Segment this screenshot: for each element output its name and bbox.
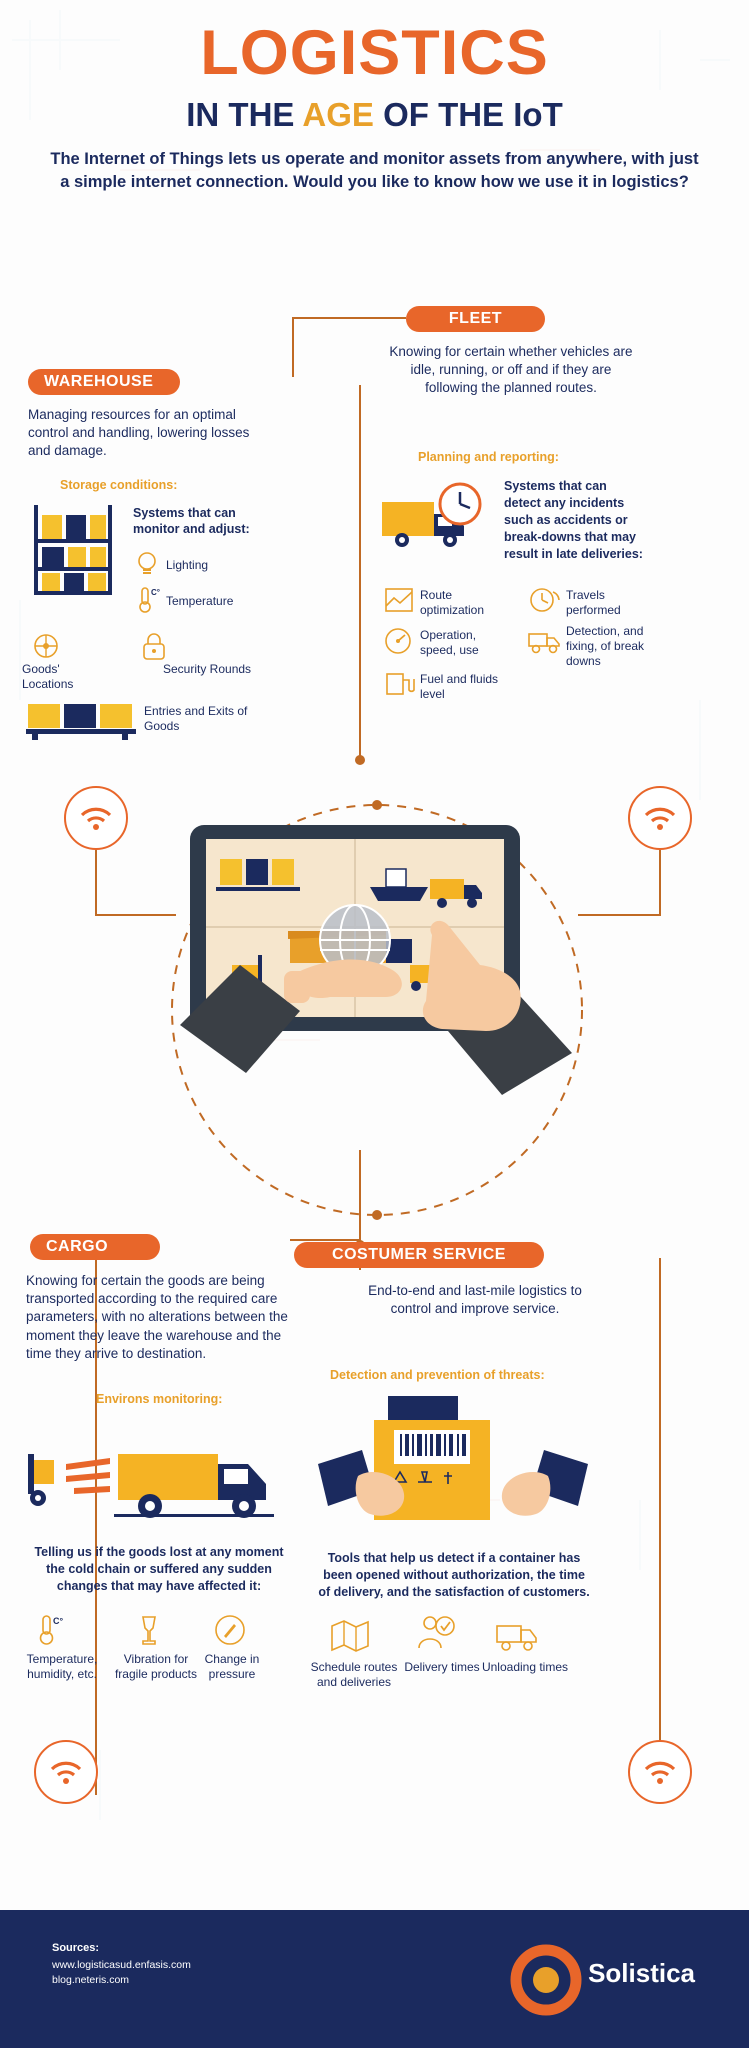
warehouse-body: Managing resources for an optimal contro… bbox=[28, 407, 250, 459]
solistica-logo-icon bbox=[510, 1944, 582, 2016]
truck-repair-icon bbox=[528, 633, 560, 654]
fragile-glass-icon bbox=[142, 1616, 156, 1645]
warehouse-item-entries-exits: Entries and Exits of Goods bbox=[144, 704, 248, 733]
map-folded-icon bbox=[331, 1620, 369, 1652]
customer-threats-heading: Detection and prevention of threats: bbox=[330, 1368, 545, 1382]
title-iot: IoT bbox=[513, 96, 563, 133]
truck-clock-icon bbox=[496, 1625, 537, 1651]
cargo-body: Knowing for certain the goods are being … bbox=[26, 1273, 288, 1361]
warehouse-item-goods-locations: Goods' Locations bbox=[22, 662, 74, 691]
warehouse-systems-heading: Systems that can monitor and adjust: bbox=[133, 506, 250, 537]
person-check-icon bbox=[418, 1616, 455, 1649]
cargo-note: Telling us if the goods lost at any mome… bbox=[34, 1545, 284, 1593]
fleet-incidents-text: Systems that can detect any incidents su… bbox=[504, 479, 643, 561]
sources-label: Sources: bbox=[52, 1942, 100, 1954]
pressure-gauge-icon bbox=[215, 1615, 245, 1645]
warehouse-shelf-icon bbox=[34, 505, 112, 595]
svg-text:C°: C° bbox=[151, 588, 160, 597]
cargo-environs-heading: Environs monitoring: bbox=[96, 1392, 223, 1406]
title-of-the: OF THE bbox=[383, 96, 505, 133]
pill-warehouse[interactable]: WAREHOUSE bbox=[28, 369, 180, 395]
wifi-icon bbox=[50, 1761, 82, 1784]
customer-box-hands-icon bbox=[318, 1396, 588, 1520]
tablet-device[interactable] bbox=[180, 815, 572, 1115]
fleet-item-fuel-fluids: Fuel and fluids level bbox=[420, 672, 499, 701]
padlock-icon bbox=[143, 633, 165, 660]
wifi-badge-top-right bbox=[628, 786, 692, 850]
svg-text:C°: C° bbox=[53, 1616, 63, 1626]
warehouse-item-security-rounds: Security Rounds bbox=[163, 662, 252, 676]
cargo-item-vibration: Vibration for fragile products bbox=[114, 1652, 198, 1681]
fleet-planning-heading: Planning and reporting: bbox=[418, 450, 559, 464]
pallet-icon bbox=[26, 704, 136, 740]
source-link-2[interactable]: blog.neteris.com bbox=[52, 1974, 130, 1986]
wifi-icon bbox=[80, 807, 112, 830]
customer-item-unloading-times: Unloading times bbox=[481, 1660, 569, 1674]
warehouse-item-lighting: Lighting bbox=[166, 558, 209, 572]
fleet-item-detection-fixing: Detection, and fixing, of break downs bbox=[566, 624, 645, 668]
target-icon bbox=[34, 634, 58, 658]
fleet-item-route-optimization: Route optimization bbox=[420, 588, 485, 617]
brand-name: Solistica bbox=[588, 1958, 695, 1988]
wifi-badge-bottom-right bbox=[628, 1740, 692, 1804]
map-route-icon bbox=[385, 588, 413, 612]
customer-body: End-to-end and last-mile logistics to co… bbox=[368, 1283, 582, 1317]
clock-route-icon bbox=[530, 588, 560, 612]
customer-item-delivery-times: Delivery times bbox=[404, 1660, 480, 1674]
fleet-item-operation-speed-use: Operation, speed, use bbox=[420, 628, 479, 657]
fleet-body: Knowing for certain whether vehicles are… bbox=[389, 344, 633, 396]
title-in-the: IN THE bbox=[186, 96, 295, 133]
pill-customer-service[interactable]: COSTUMER SERVICE bbox=[294, 1242, 544, 1268]
fuel-pump-icon bbox=[386, 673, 415, 695]
cargo-truck-icon bbox=[28, 1454, 274, 1518]
fleet-truck-clock-icon bbox=[382, 482, 482, 547]
title-age: AGE bbox=[302, 96, 374, 133]
pill-cargo[interactable]: CARGO bbox=[30, 1234, 160, 1260]
wifi-icon bbox=[644, 1761, 676, 1784]
wifi-badge-bottom-left bbox=[34, 1740, 98, 1804]
page-subtitle-line: IN THE AGE OF THE IoT bbox=[0, 98, 749, 131]
customer-item-schedule-routes: Schedule routes and deliveries bbox=[310, 1660, 398, 1689]
wifi-badge-top-left bbox=[64, 786, 128, 850]
fleet-item-travels-performed: Travels performed bbox=[566, 588, 621, 617]
thermometer-icon: C° bbox=[139, 587, 160, 613]
speedometer-icon bbox=[385, 628, 411, 654]
footer-bar bbox=[0, 1910, 749, 2048]
warehouse-item-temperature: Temperature bbox=[166, 594, 234, 608]
lightbulb-icon bbox=[138, 552, 156, 574]
pill-fleet[interactable]: FLEET bbox=[406, 306, 545, 332]
cargo-item-pressure: Change in pressure bbox=[204, 1652, 260, 1681]
page-title: LOGISTICS bbox=[200, 18, 549, 88]
warehouse-storage-heading: Storage conditions: bbox=[60, 478, 178, 492]
wifi-icon bbox=[644, 807, 676, 830]
intro-paragraph: The Internet of Things lets us operate a… bbox=[50, 150, 699, 191]
source-link-1[interactable]: www.logisticasud.enfasis.com bbox=[52, 1959, 191, 1971]
customer-note: Tools that help us detect if a container… bbox=[318, 1551, 590, 1599]
thermometer-icon: C° bbox=[39, 1615, 63, 1645]
cargo-item-temperature: Temperature, humidity, etc. bbox=[26, 1652, 98, 1681]
